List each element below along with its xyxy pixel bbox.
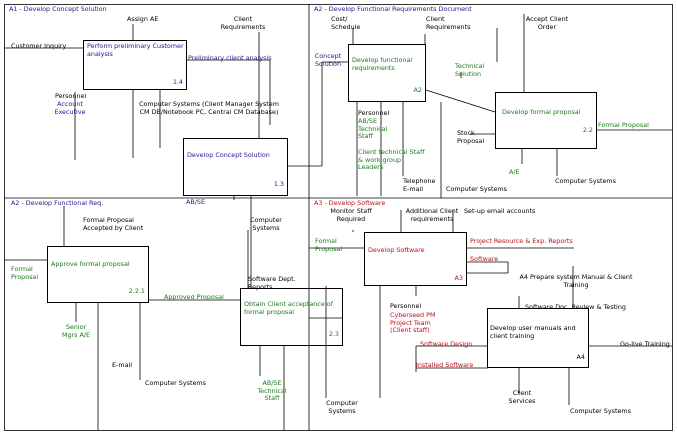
process-box-label: Develop formal proposal: [502, 108, 581, 116]
computer-systems-label: Computer Systems: [145, 379, 206, 387]
cost-schedule-label: Cost/ Schedule: [331, 15, 361, 31]
computer-systems-label: Computer Systems: [326, 399, 358, 415]
software-dept-reports-label: Software Dept. Reports: [248, 275, 296, 291]
process-box-label: Develop user manuals and client training: [490, 324, 576, 340]
project-resource-reports-label: Project Resource & Exp. Reports: [470, 237, 573, 245]
email-label: E-mail: [112, 361, 133, 369]
process-box-a3[interactable]: Develop Software A3: [364, 232, 467, 286]
process-box-2-2-1[interactable]: Approve formal proposal 2.2.1: [47, 246, 149, 303]
additional-client-requirements-label: Additional Client requirements: [405, 207, 459, 223]
ab-se-technical-staff-label: AB/SE Technical Staff: [358, 117, 388, 141]
client-technical-staff-label: Client technical Staff & work group Lead…: [358, 148, 425, 172]
ae-label: A/E: [509, 168, 520, 176]
installed-software-label: Installed Software: [416, 361, 474, 369]
preliminary-analysis-label: Preliminary client analysis: [188, 54, 272, 62]
approved-proposal-label: Approved Proposal: [164, 293, 224, 301]
computer-systems-label: Computer Systems: [555, 177, 616, 185]
client-services-label: Client Services: [508, 389, 536, 405]
formal-proposal-accepted-label: Formal Proposal Accepted by Client: [83, 216, 144, 232]
process-box-1-4[interactable]: Perform preliminary Customer analysis 1.…: [83, 40, 187, 90]
software-output-label: Software: [470, 255, 499, 263]
process-box-id: 1.3: [273, 180, 284, 189]
stock-proposal-label: Stock Proposal: [457, 129, 485, 145]
process-box-id: A2: [413, 86, 422, 95]
process-box-2-3[interactable]: Obtain Client acceptance of formal propo…: [240, 288, 343, 346]
personnel-label: Personnel: [358, 109, 390, 117]
a2-title: A2 - Develop Functional Requirements Doc…: [314, 5, 472, 13]
concept-solution-label: Concept Solution: [314, 52, 342, 68]
software-doc-review-label: Software Doc. Review & Testing: [525, 303, 626, 311]
go-live-training-label: Go-live Training: [620, 340, 670, 348]
computer-systems-label: Computer Systems: [250, 216, 282, 232]
customer-inquiry-label: Customer Inquiry: [11, 42, 67, 50]
process-box-id: A4: [576, 353, 585, 361]
senior-managers-label: Senior Mgrs A/E: [61, 323, 91, 339]
process-box-label: Develop Concept Solution: [187, 151, 270, 159]
personnel-label: Personnel: [390, 302, 422, 310]
monitor-staff-label: Monitor Staff Required: [330, 207, 372, 223]
accept-client-order-label: Accept Client Order: [525, 15, 569, 31]
software-design-label: Software Design: [420, 340, 473, 348]
account-executive-label: Account Executive: [54, 100, 86, 116]
formal-proposal-a3-label: Formal Proposal: [315, 237, 343, 253]
computer-systems-label: Computer Systems: [446, 185, 507, 193]
process-box-id: 2.2.1: [128, 287, 145, 296]
ab-se-label: AB/SE: [186, 198, 206, 206]
client-requirements-label: Client Requirements: [426, 15, 471, 31]
process-box-label: Perform preliminary Customer analysis: [87, 42, 184, 58]
a2-sub-title: A2 - Develop Functional Req.: [11, 199, 104, 207]
computer-systems-label: Computer Systems: [570, 407, 631, 415]
a1-title: A1 - Develop Concept Solution: [9, 5, 107, 13]
process-box-a2[interactable]: Develop functional requirements A2: [348, 44, 426, 102]
process-box-id: 1.4: [172, 78, 183, 87]
telephone-email-label: Telephone E-mail: [403, 177, 436, 193]
process-box-id: 2.3: [328, 330, 339, 338]
process-box-label: Obtain Client acceptance of formal propo…: [244, 300, 333, 316]
personnel-label: Personnel: [55, 92, 87, 100]
process-box-id: 2.2: [582, 126, 593, 134]
a4-title-label: A4 Prepare system Manual & Client Traini…: [519, 273, 633, 289]
process-box-1-3[interactable]: Develop Concept Solution 1.3: [183, 138, 288, 196]
setup-email-accounts-label: Set-up email accounts: [464, 207, 536, 215]
process-box-label: Develop functional requirements: [352, 56, 413, 72]
a3-title: A3 - Develop Software: [314, 199, 386, 207]
process-box-id: A3: [454, 274, 463, 282]
ab-se-technical-staff-label: AB/SE Technical Staff: [257, 379, 287, 403]
cyberseed-pm-label: Cyberseed PM Project Team (Client staff): [390, 311, 436, 335]
client-requirements-label: Client Requirements: [220, 15, 266, 31]
formal-proposal-output-label: Formal Proposal: [598, 121, 649, 129]
process-box-2-2[interactable]: Develop formal proposal 2.2: [495, 92, 597, 149]
assign-ae-label: Assign AE: [127, 15, 159, 23]
process-box-a4[interactable]: Develop user manuals and client training…: [487, 308, 589, 368]
computer-systems-label: Computer Systems (Client Manager System …: [139, 100, 279, 116]
process-box-label: Develop Software: [368, 246, 425, 254]
process-box-label: Approve formal proposal: [51, 260, 130, 268]
technical-solution-label: Technical Solution: [455, 62, 485, 78]
formal-proposal-input-label: Formal Proposal: [11, 265, 39, 281]
